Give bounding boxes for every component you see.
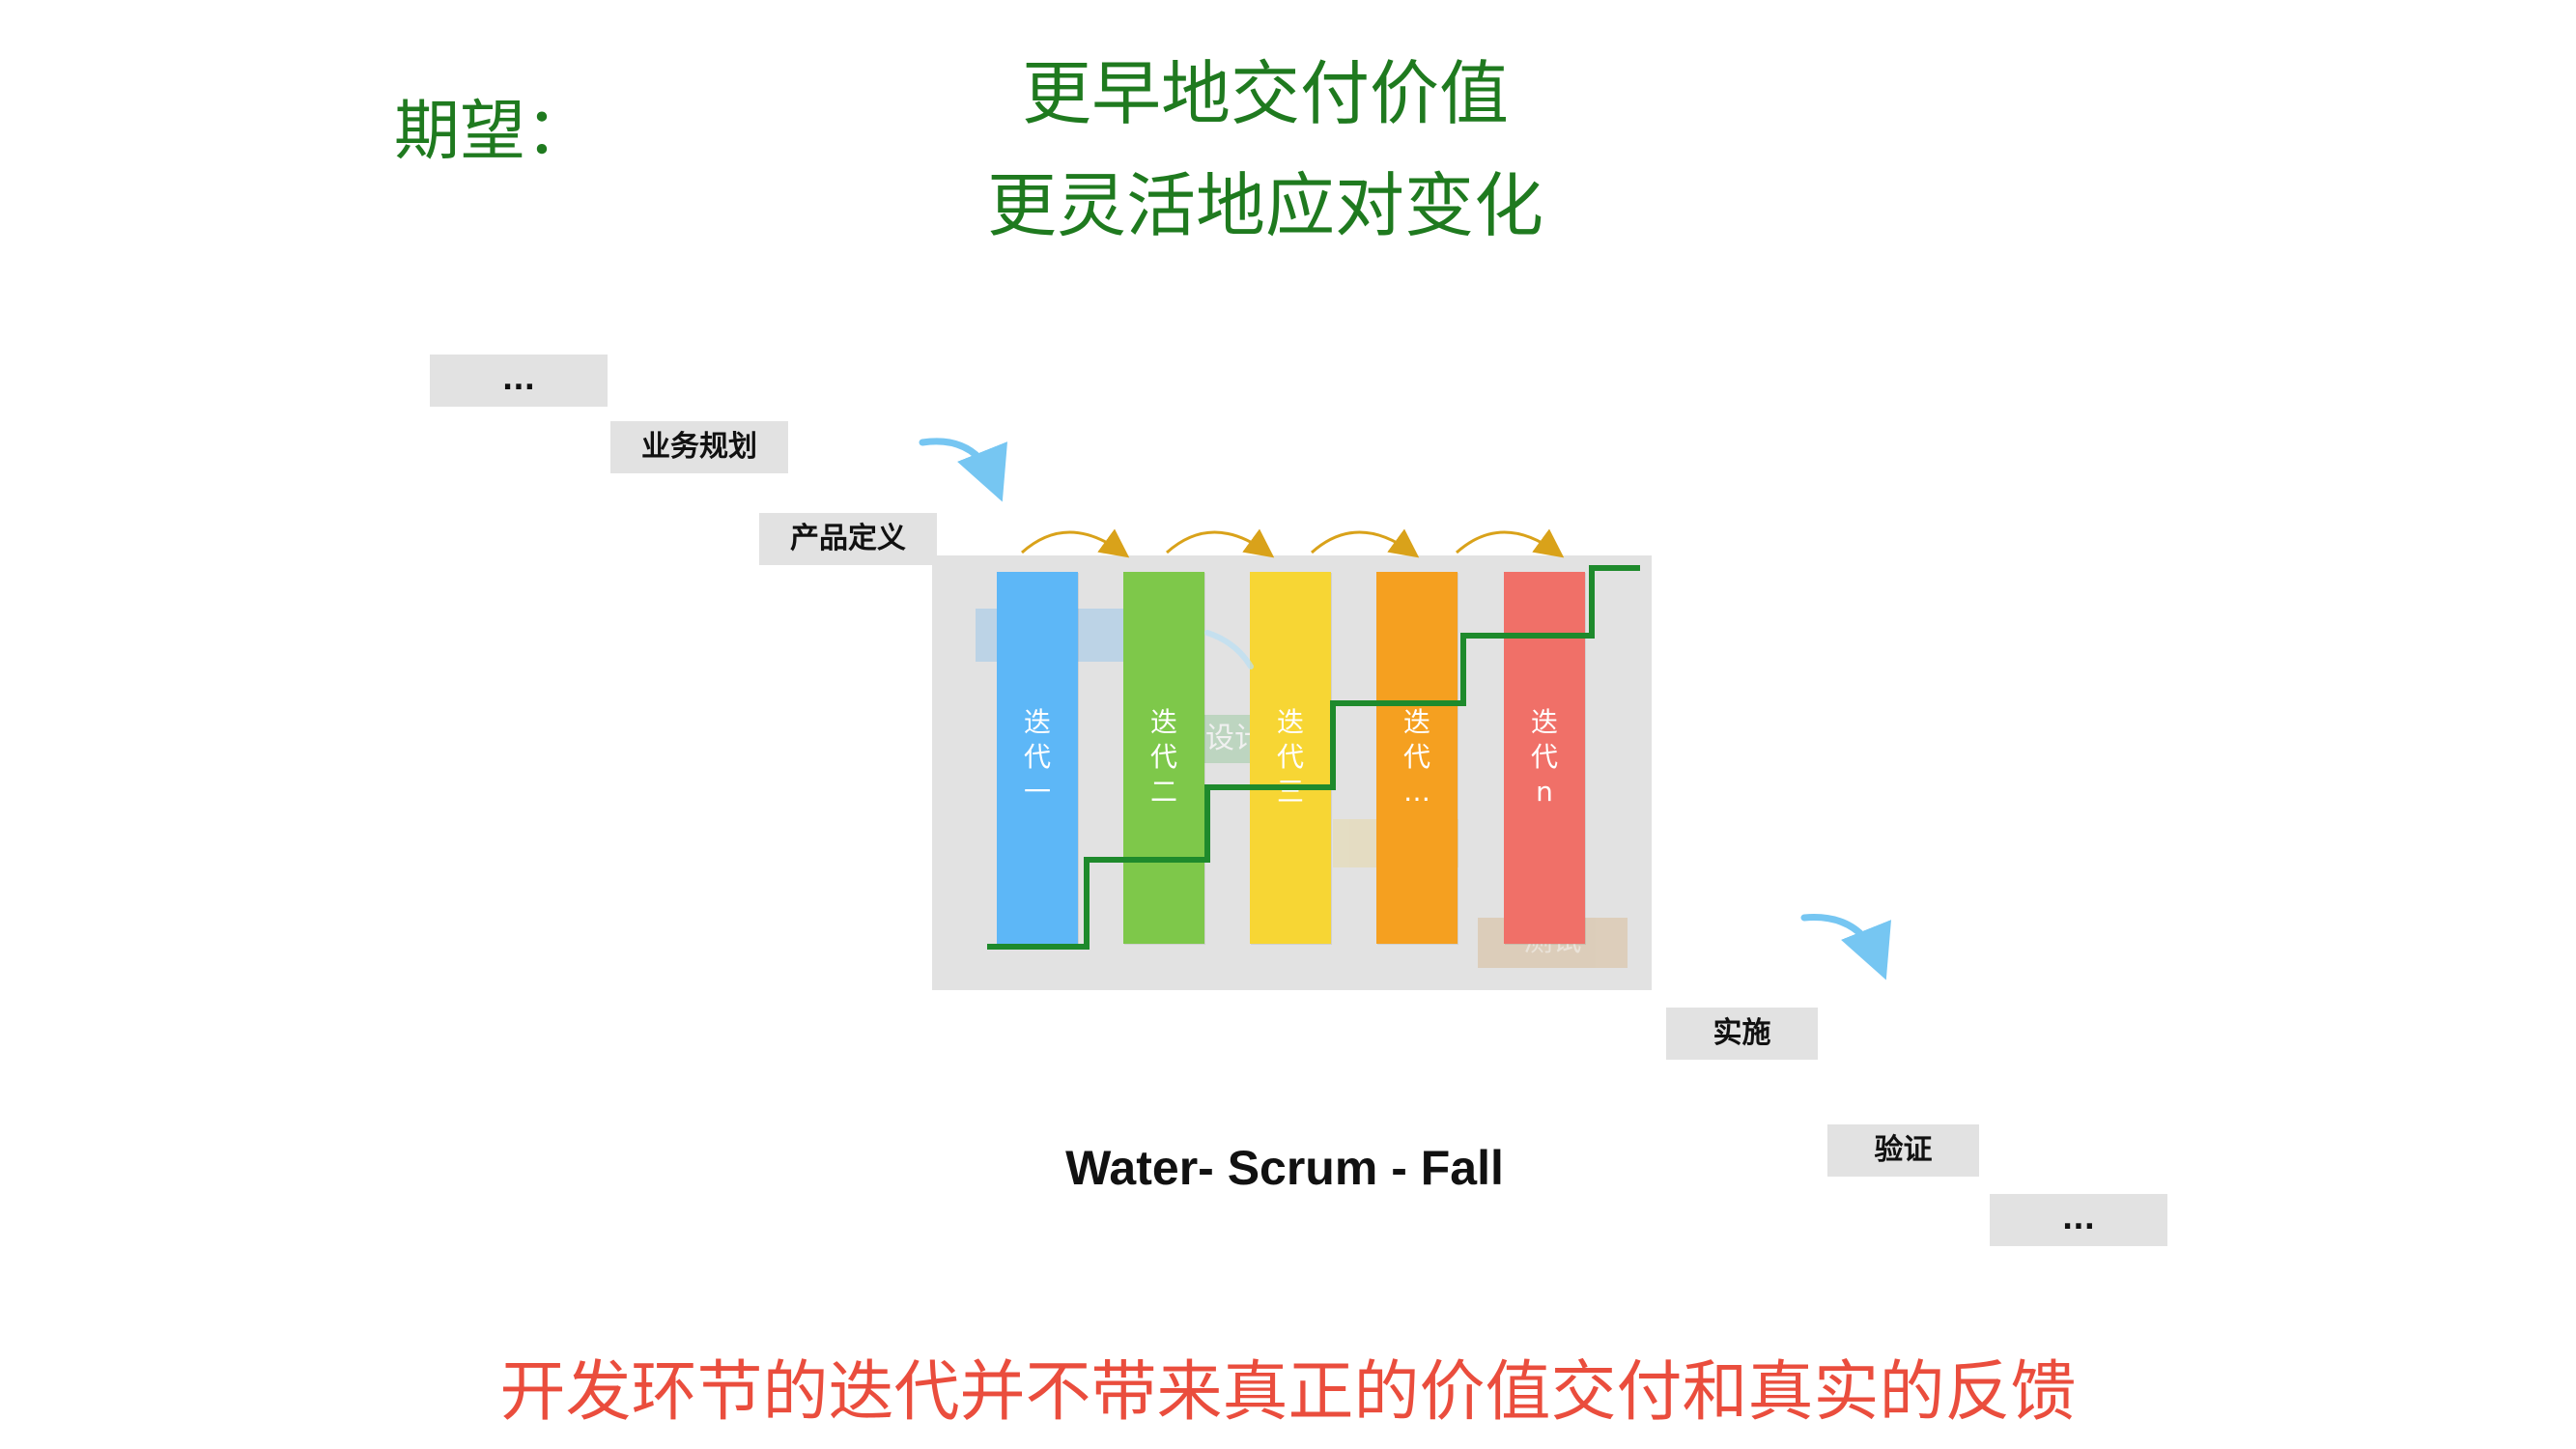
waterfall-step-ellipsis-bottom: ... bbox=[1990, 1194, 2167, 1246]
iteration-label-1: 迭 代 一 bbox=[1023, 706, 1051, 808]
iteration-bar-3: 迭 代 三 bbox=[1250, 572, 1331, 944]
iteration-label-n: 迭 代 n bbox=[1530, 706, 1558, 808]
iteration-arrow-2 bbox=[1166, 528, 1275, 558]
flow-arrow-top bbox=[919, 438, 1007, 502]
waterfall-step-implementation: 实施 bbox=[1666, 1008, 1818, 1060]
iteration-arrow-4 bbox=[1456, 528, 1565, 558]
iteration-bar-1: 迭 代 一 bbox=[997, 572, 1078, 944]
value-staircase-line bbox=[987, 565, 1640, 950]
waterfall-step-verification: 验证 bbox=[1827, 1124, 1979, 1177]
flow-arrow-bottom bbox=[1800, 914, 1891, 980]
headline-respond-change: 更灵活地应对变化 bbox=[986, 165, 1543, 246]
conclusion-note: 开发环节的迭代并不带来真正的价值交付和真实的反馈 bbox=[499, 1354, 2077, 1431]
waterfall-step-product-definition: 产品定义 bbox=[759, 513, 937, 565]
flow-arrow-faded bbox=[1204, 630, 1254, 669]
iteration-label-4: 迭 代 … bbox=[1402, 706, 1430, 808]
waterfall-step-ellipsis-top: ... bbox=[430, 355, 608, 407]
headline-deliver-value: 更早地交付价值 bbox=[1021, 53, 1509, 134]
iteration-bar-2: 迭 代 二 bbox=[1123, 572, 1204, 944]
iteration-arrow-1 bbox=[1021, 528, 1130, 558]
iteration-arrow-3 bbox=[1311, 528, 1420, 558]
iteration-label-2: 迭 代 二 bbox=[1149, 706, 1177, 808]
iteration-label-3: 迭 代 三 bbox=[1276, 706, 1304, 808]
iteration-bar-4: 迭 代 … bbox=[1376, 572, 1458, 944]
waterfall-step-business-planning: 业务规划 bbox=[610, 421, 788, 473]
expectation-label: 期望： bbox=[394, 94, 592, 170]
water-scrum-fall-label: Water- Scrum - Fall bbox=[1065, 1141, 1504, 1195]
